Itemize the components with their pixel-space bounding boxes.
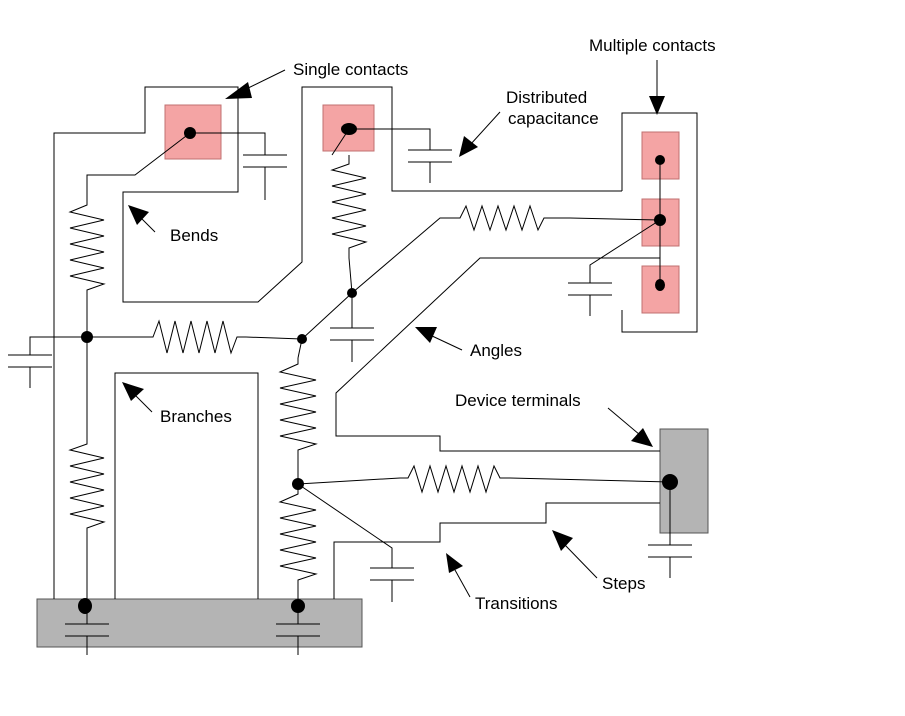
- wire-right-contact-down: [348, 257, 353, 294]
- resistor-center-lower: [278, 484, 318, 606]
- node-left-junction: [81, 331, 93, 343]
- wire-center-node-cap: [297, 483, 393, 568]
- multiple-contacts-enclosure: [621, 112, 698, 333]
- node-device-terminal: [662, 474, 678, 490]
- resistor-right-contact: [330, 155, 368, 258]
- resistor-angle-upper: [452, 204, 570, 232]
- left-contact-cap-wire: [190, 132, 266, 155]
- steps-transitions-trace: [333, 502, 660, 599]
- arrow-angles: [415, 327, 463, 351]
- capacitor-multiple-contact: [568, 282, 612, 316]
- label-distributed-capacitance-1: Distributed: [506, 88, 587, 107]
- node-bottom-left: [78, 598, 92, 614]
- capacitor-device-terminal: [648, 544, 692, 578]
- arrow-bends: [128, 205, 156, 233]
- node-left-contact: [184, 127, 196, 139]
- resistor-left-lower: [68, 435, 106, 606]
- branches-enclosure: [114, 372, 259, 599]
- arrow-distributed-capacitance: [459, 111, 501, 157]
- label-bends: Bends: [170, 226, 218, 245]
- label-device-terminals: Device terminals: [455, 391, 581, 410]
- node-right-contact: [341, 123, 357, 135]
- arrow-single-contacts: [225, 69, 286, 99]
- node-multiple-contact-1: [655, 155, 665, 165]
- capacitor-right-contact: [408, 149, 452, 183]
- resistor-center-upper: [278, 358, 318, 484]
- arrow-multiple-contacts: [649, 60, 665, 115]
- node-center-junction: [297, 334, 307, 344]
- label-single-contacts: Single contacts: [293, 60, 408, 79]
- resistor-horizontal-mid: [145, 319, 246, 355]
- label-transitions: Transitions: [475, 594, 558, 613]
- node-multiple-contact-2: [654, 214, 666, 226]
- right-contact-cap-wire: [349, 128, 431, 150]
- angle-wire-upper: [301, 217, 452, 340]
- node-multiple-contact-3: [655, 279, 665, 291]
- outer-left-trace: [53, 86, 622, 599]
- wire-left-node-cap: [29, 336, 87, 355]
- capacitor-bottom-left: [65, 606, 109, 655]
- arrow-steps: [552, 530, 598, 579]
- label-steps: Steps: [602, 574, 645, 593]
- wire-center-node-h1: [297, 477, 401, 485]
- resistor-left-upper: [68, 195, 106, 298]
- capacitor-left-contact: [243, 154, 287, 200]
- label-distributed-capacitance-2: capacitance: [508, 109, 599, 128]
- capacitor-left-node: [8, 354, 52, 388]
- label-multiple-contacts: Multiple contacts: [589, 36, 716, 55]
- label-angles: Angles: [470, 341, 522, 360]
- capacitor-angle-node: [330, 327, 374, 362]
- left-contact-trace: [86, 132, 191, 195]
- wire-to-contact-2: [569, 217, 661, 221]
- arrow-transitions: [446, 553, 471, 598]
- node-center-lower-junction: [292, 478, 304, 490]
- capacitor-center-node: [370, 567, 414, 602]
- angle-wire-lower: [335, 257, 660, 452]
- label-branches: Branches: [160, 407, 232, 426]
- wire-contact2-cap: [589, 219, 661, 283]
- node-bottom-center: [291, 599, 305, 613]
- resistor-to-device: [400, 464, 510, 494]
- arrow-branches: [122, 382, 153, 413]
- node-angle-junction: [347, 288, 357, 298]
- wire-to-device-terminal: [509, 477, 671, 483]
- arrow-device-terminals: [607, 407, 653, 447]
- wire-left-node-h2: [245, 336, 303, 340]
